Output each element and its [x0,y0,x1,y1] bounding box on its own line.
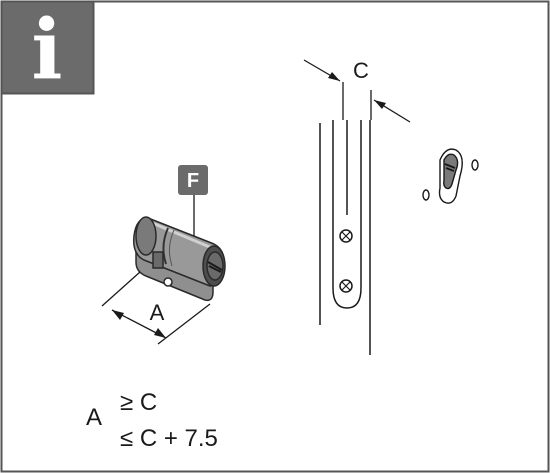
dim-c-label: C [353,58,369,83]
formula: A ≥ C ≤ C + 7.5 [86,389,218,452]
dim-a-arrow-right [154,328,166,338]
faceplate-screw-bottom-slot [341,281,351,291]
cylinder-back-end [135,216,157,256]
dimension-a: A [101,271,211,345]
dim-a-arrow-left [112,310,124,320]
cylinder-screw-hole [163,277,173,287]
f-badge: F [178,165,208,236]
faceplate [332,120,362,309]
faceplate-screw-top-slot [341,231,351,241]
formula-variable: A [86,404,102,431]
info-badge-box [0,0,95,95]
f-badge-label: F [187,170,199,192]
escutcheon-screw-right [471,159,479,171]
escutcheon-keyhole [443,153,459,190]
info-badge: i [0,0,95,98]
cylinder-highlight [149,220,213,250]
faceplate-screw-bottom [339,279,353,293]
f-badge-box [178,165,208,195]
dim-c-arrow-right [374,100,386,109]
formula-line-2: ≤ C + 7.5 [120,425,218,452]
dim-a-ext-right [157,303,211,345]
cylinder-screw-slot [152,251,164,269]
formula-line-1: ≥ C [120,389,157,416]
lock-cylinder [132,216,226,302]
escutcheon-screw-left [422,189,430,201]
dim-a-ext-left [101,271,141,307]
faceplate-screw-top [339,229,353,243]
escutcheon [422,148,479,204]
door-edge-profile [319,120,371,355]
dim-c-arrow-left [328,72,340,81]
cylinder-groove-2 [168,229,175,267]
dimension-c: C [303,58,411,123]
cylinder-groove [162,227,169,265]
escutcheon-key-slot [444,163,456,172]
dim-a-label: A [150,300,165,325]
info-icon: i [31,2,62,98]
cylinder-keyway [207,261,223,273]
